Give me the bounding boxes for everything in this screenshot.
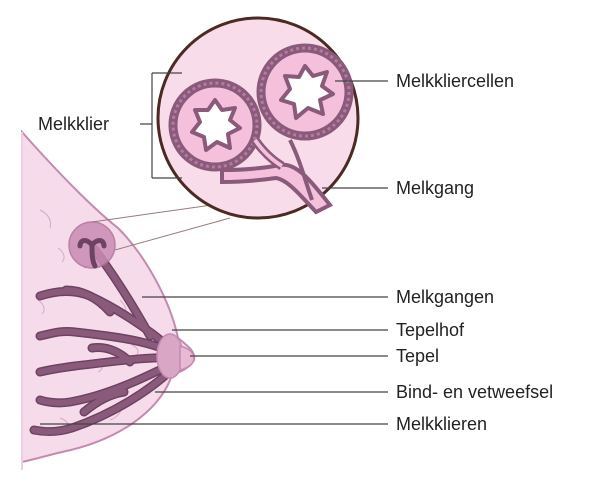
label-melkklier: Melkklier: [38, 115, 109, 133]
label-melkkliercellen: Melkkliercellen: [396, 72, 514, 90]
label-melkgang: Melkgang: [396, 179, 474, 197]
label-tepelhof: Tepelhof: [396, 321, 464, 339]
label-tepel: Tepel: [396, 347, 439, 365]
label-melkgangen: Melkgangen: [396, 288, 494, 306]
areola: [157, 334, 183, 378]
label-bind-vetweefsel: Bind- en vetweefsel: [396, 383, 553, 401]
label-melkklieren: Melkklieren: [396, 415, 487, 433]
